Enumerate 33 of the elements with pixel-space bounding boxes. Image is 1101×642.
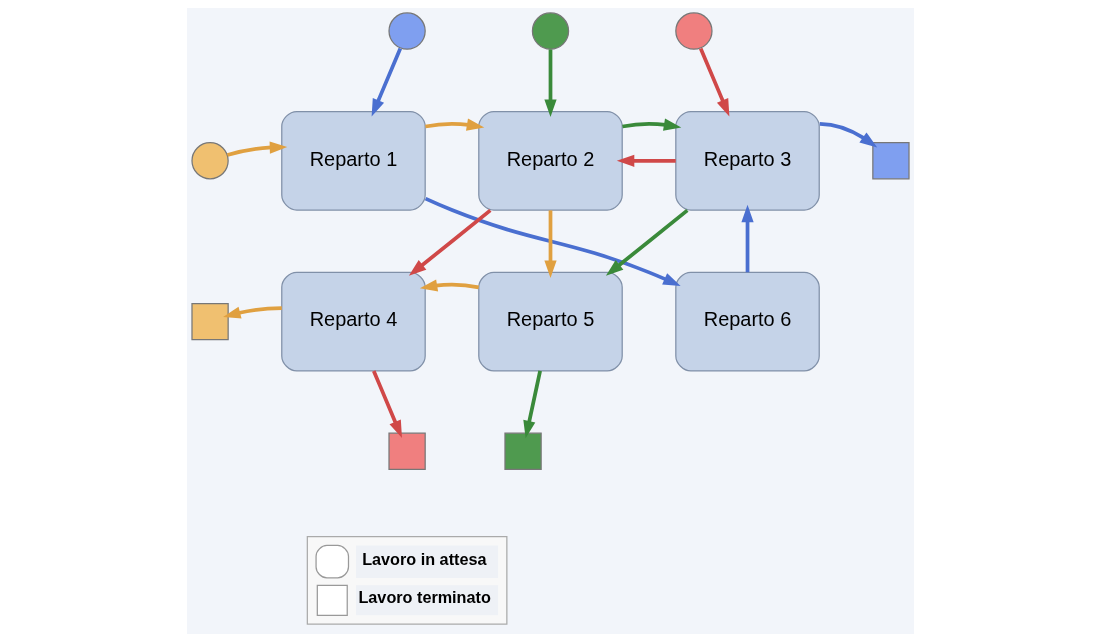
arrow	[371, 47, 403, 117]
arrow	[419, 279, 480, 292]
node-circle	[388, 12, 426, 50]
node-box	[388, 432, 426, 470]
arrow	[544, 210, 557, 278]
legend-label: Lavoro terminato	[358, 588, 491, 607]
arrow	[605, 208, 689, 276]
arrow	[741, 204, 754, 273]
node-box: Reparto 5	[478, 271, 623, 372]
node-box: Reparto 1	[281, 110, 426, 211]
arrow	[698, 47, 730, 117]
node-box: Reparto 4	[281, 271, 426, 372]
node-box	[504, 432, 542, 470]
legend-label: Lavoro in attesa	[362, 549, 487, 568]
arrow	[819, 121, 878, 148]
arrow	[372, 370, 402, 438]
node-box: Reparto 6	[675, 271, 820, 372]
arrow	[622, 118, 682, 131]
arrow	[223, 306, 282, 319]
arrow	[544, 49, 557, 118]
arrow	[425, 118, 485, 131]
arrow	[424, 196, 681, 287]
node-box	[191, 302, 229, 341]
arrow	[616, 154, 676, 167]
node-box: Reparto 3	[675, 110, 820, 211]
arrow	[523, 370, 542, 439]
node-box	[872, 142, 910, 180]
node-circle	[531, 12, 570, 50]
node-circle	[191, 142, 229, 180]
node-box: Reparto 2	[478, 110, 623, 211]
arrow	[226, 141, 288, 157]
arrow	[408, 208, 492, 276]
node-circle	[675, 12, 713, 50]
